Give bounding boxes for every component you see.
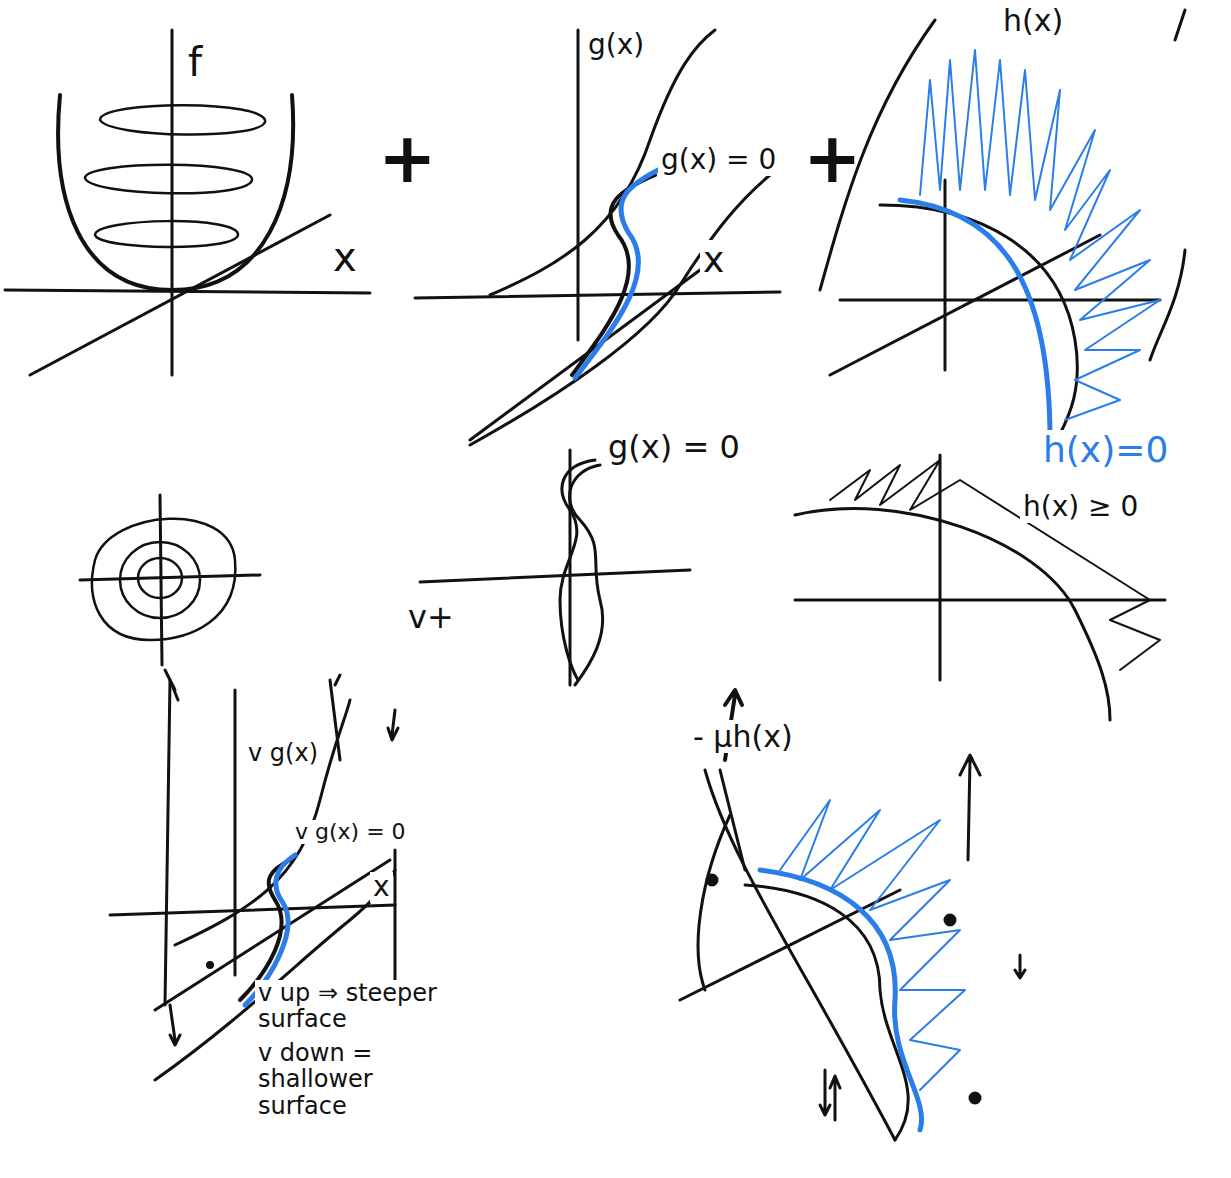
sketch-label: + [375, 120, 440, 197]
sketch-label: f [185, 40, 205, 84]
sketch-label: x [370, 872, 393, 903]
sketch-label: g(x) [585, 30, 647, 61]
sketch-label: v g(x) = 0 [292, 820, 409, 844]
sketch-label: h(x) [1000, 4, 1066, 37]
sketch-label: x [330, 235, 360, 279]
sketch-label: v down = shallower surface [255, 1040, 461, 1119]
sketch-label: x [700, 240, 727, 280]
sketch-label: v g(x) [245, 740, 321, 766]
sketch-label: h(x) ≥ 0 [1020, 492, 1141, 523]
sketch-label: + [800, 120, 865, 197]
sketch-label: v+ [405, 600, 457, 635]
sketch-label: - μh(x) [690, 720, 796, 753]
sketch-label: g(x) = 0 [658, 145, 779, 176]
sketch-label: g(x) = 0 [605, 430, 743, 465]
sketch-label: v up ⇒ steeper surface [255, 980, 451, 1033]
sketch-label: h(x)=0 [1040, 430, 1171, 470]
